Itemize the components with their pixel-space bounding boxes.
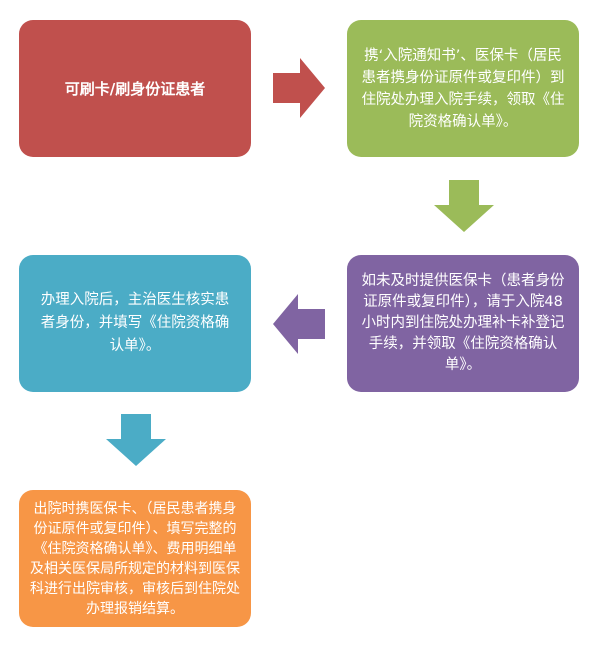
step-swipe-card-patient-text: 可刷卡/刷身份证患者 bbox=[64, 80, 206, 98]
step-discharge-settlement: 出院时携医保卡、（居民患者携身份证原件或复印件）、填写完整的《住院资格确认单》、… bbox=[19, 490, 251, 627]
step-doctor-verification-text: 办理入院后，主治医生核实患者身份，并填写《住院资格确认单》。 bbox=[40, 292, 230, 354]
step-admission-procedure: 携‘入院通知书’、医保卡（居民患者携身份证原件或复印件）到住院处办理入院手续，领… bbox=[347, 20, 579, 157]
step-admission-procedure-text: 携‘入院通知书’、医保卡（居民患者携身份证原件或复印件）到住院处办理入院手续，领… bbox=[361, 47, 565, 130]
arrow-down-icon bbox=[434, 180, 494, 232]
arrow-left-icon bbox=[273, 294, 325, 354]
step-doctor-verification: 办理入院后，主治医生核实患者身份，并填写《住院资格确认单》。 bbox=[19, 255, 251, 392]
step-late-card-registration-text: 如未及时提供医保卡（患者身份证原件或复印件），请于入院48小时内到住院处办理补卡… bbox=[361, 273, 565, 373]
arrow-right-icon bbox=[273, 58, 325, 118]
step-swipe-card-patient: 可刷卡/刷身份证患者 bbox=[19, 20, 251, 157]
step-late-card-registration: 如未及时提供医保卡（患者身份证原件或复印件），请于入院48小时内到住院处办理补卡… bbox=[347, 255, 579, 392]
arrow-down-icon bbox=[106, 414, 166, 466]
step-discharge-settlement-text: 出院时携医保卡、（居民患者携身份证原件或复印件）、填写完整的《住院资格确认单》、… bbox=[30, 500, 240, 617]
